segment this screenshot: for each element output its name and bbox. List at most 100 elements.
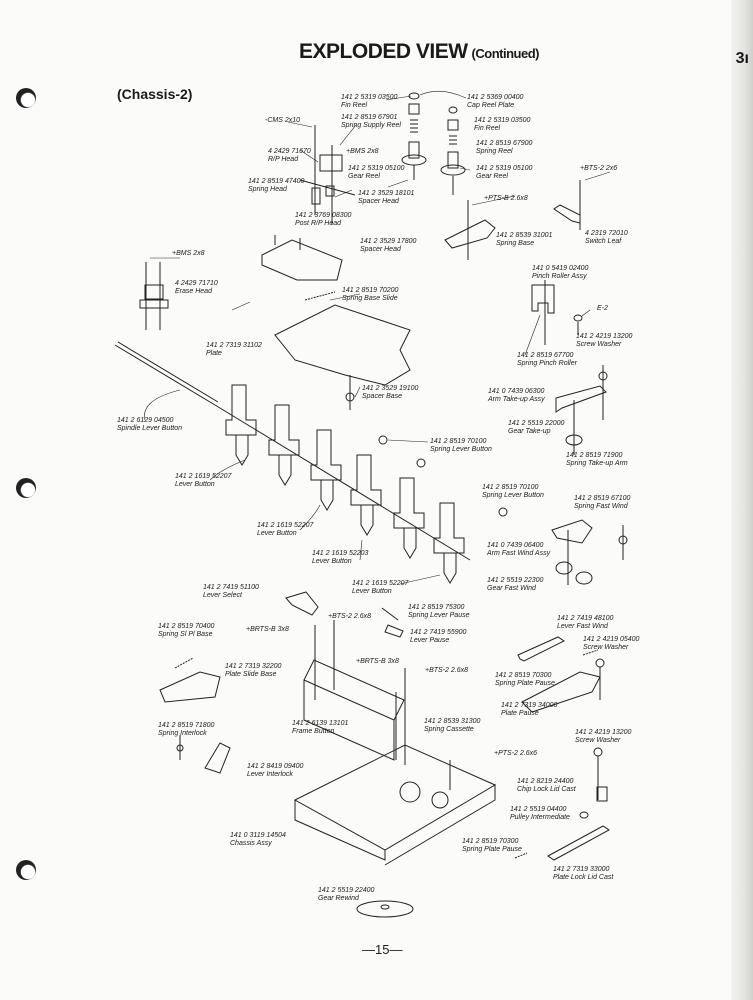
- part-number: 141 2 1619 52207: [175, 473, 232, 480]
- part-name: E-2: [597, 305, 608, 312]
- part-number: 141 2 3529 17800: [360, 238, 417, 245]
- part-number: 141 0 7439 06300: [488, 388, 545, 395]
- pinch-roller-part: [531, 280, 583, 345]
- part-name: Spring Plate Pause: [462, 845, 522, 853]
- part-name: Lever Button: [352, 587, 392, 595]
- part-number: 141 0 5419 02400: [532, 265, 589, 272]
- part-label: +BMS 2x8: [346, 148, 379, 156]
- part-number: 141 2 1619 52207: [352, 580, 409, 587]
- part-number: 141 2 5519 22400: [318, 887, 375, 894]
- part-name: Spring Sl Pl Base: [158, 630, 213, 638]
- leader-lines: [144, 90, 611, 585]
- part-name: Gear Reel: [348, 172, 380, 180]
- part-name: Lever Button: [257, 529, 297, 537]
- part-number: 141 2 7419 51100: [203, 584, 259, 591]
- arm-takeup-part: [555, 365, 608, 455]
- part-number: 141 2 5519 22300: [487, 577, 544, 584]
- lever-fast-wind-part: [517, 636, 605, 713]
- page-title: EXPLODED VIEW(Continued): [0, 40, 753, 64]
- part-number: 141 2 5319 03500: [474, 117, 531, 124]
- part-name: +BTS-2 2.6x8: [425, 667, 468, 674]
- part-name: Switch Leaf: [585, 237, 622, 245]
- binder-hole: [16, 478, 36, 498]
- part-number: 141 2 6129 04500: [117, 417, 174, 424]
- rp-head-part: [299, 125, 356, 225]
- part-name: Chip Lock Lid Cast: [517, 785, 576, 793]
- part-number: 141 2 1619 52207: [257, 522, 314, 529]
- part-name: Spring Head: [248, 185, 287, 193]
- part-name: Pinch Roller Assy: [532, 272, 587, 280]
- part-number: 141 2 4219 13200: [576, 333, 633, 340]
- part-name: +BRTS-B 3x8: [246, 626, 289, 633]
- part-name: Arm Take-up Assy: [488, 395, 545, 403]
- part-name: Gear Rewind: [318, 894, 359, 902]
- part-name: Spacer Head: [358, 197, 399, 205]
- part-number: 141 2 7319 32200: [225, 663, 282, 670]
- part-number: 141 2 8539 31300: [424, 718, 481, 725]
- part-name: Spacer Head: [360, 245, 401, 253]
- part-number: 141 0 7439 06400: [487, 542, 544, 549]
- edge-mark: 3ı: [735, 50, 749, 67]
- part-name: Spring Take-up Arm: [566, 459, 628, 467]
- spring-base-part: [444, 200, 496, 260]
- part-number: 141 2 4219 13200: [575, 729, 632, 736]
- part-number: 141 2 7319 31102: [206, 342, 262, 349]
- page-edge: [731, 0, 753, 1000]
- part-number: 141 2 6139 13101: [292, 720, 349, 727]
- spring-lever-buttons: [378, 435, 508, 517]
- part-label: E-2: [597, 305, 608, 313]
- part-name: Spring Pinch Roller: [517, 359, 577, 367]
- part-name: R/P Head: [268, 155, 299, 163]
- part-name: Screw Washer: [575, 736, 621, 744]
- part-number: 4 2319 72010: [585, 230, 628, 237]
- part-label: +BTS-2 2.6x8: [328, 613, 371, 621]
- part-name: Erase Head: [175, 287, 212, 295]
- part-name: Spring Lever Pause: [408, 611, 470, 619]
- part-number: 141 2 8519 70400: [158, 623, 215, 630]
- part-number: 141 2 8519 71800: [158, 722, 215, 729]
- part-number: 141 2 5519 04400: [510, 806, 567, 813]
- part-name: Spring Base: [496, 239, 535, 247]
- part-name: Lever Interlock: [247, 770, 293, 778]
- part-name: Chassis Assy: [230, 839, 272, 847]
- part-name: Spring Fast Wind: [574, 502, 628, 510]
- part-name: Spring Base Slide: [342, 294, 398, 302]
- part-number: 141 2 8519 67901: [341, 114, 398, 121]
- part-name: Plate Lock Lid Cast: [553, 873, 614, 881]
- part-number: 141 2 8219 24400: [517, 778, 574, 785]
- part-name: Screw Washer: [576, 340, 622, 348]
- lever-select-part: [285, 591, 404, 638]
